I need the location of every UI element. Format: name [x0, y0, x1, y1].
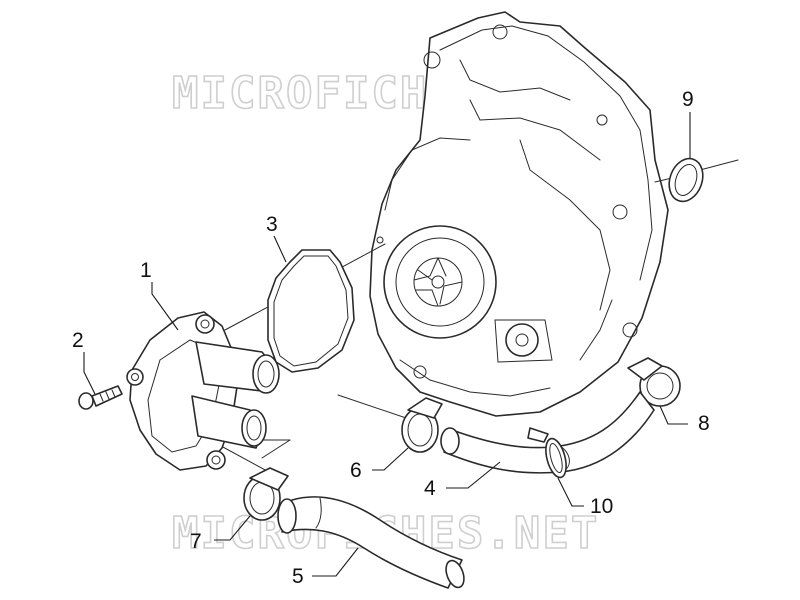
callout-4: 4	[424, 477, 436, 500]
callout-8: 8	[698, 412, 710, 435]
screw-part-2	[78, 385, 123, 410]
engine-cover	[369, 11, 669, 417]
callout-7: 7	[190, 530, 202, 553]
callout-9: 9	[682, 88, 694, 111]
pump-cover-part-1	[126, 311, 280, 471]
hose-clamp-part-10	[527, 427, 567, 479]
hose-clamp-part-7	[243, 467, 289, 521]
callout-6: 6	[350, 459, 362, 482]
gasket-part-3	[267, 249, 355, 373]
seal-ring-part-9	[668, 157, 704, 203]
hose-clamp-part-6	[401, 397, 443, 453]
callout-10: 10	[590, 495, 613, 518]
coolant-hose-part-5	[277, 496, 465, 589]
hose-clamp-part-8	[627, 357, 681, 407]
leader-lines	[83, 112, 691, 577]
callout-2: 2	[72, 329, 84, 352]
callout-5: 5	[292, 565, 304, 588]
coolant-hose-part-4	[440, 391, 655, 474]
callout-labels: 1 2 3 4 5 6 7 8 9 10	[72, 88, 710, 588]
callout-1: 1	[140, 259, 152, 282]
callout-3: 3	[266, 213, 278, 236]
